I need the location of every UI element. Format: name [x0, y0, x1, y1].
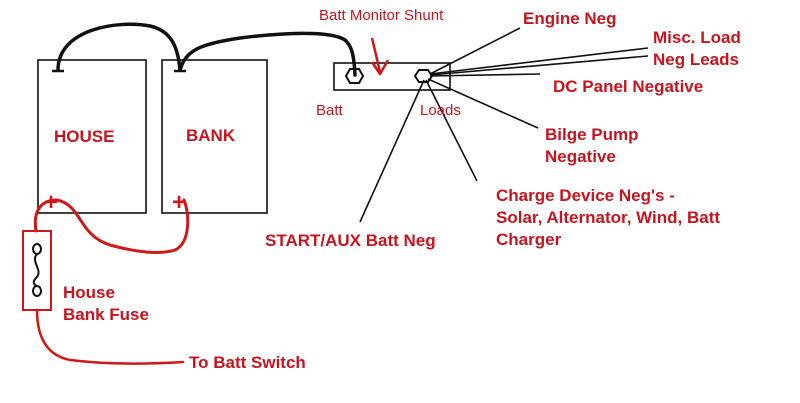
- bank-battery-box: [161, 59, 268, 214]
- misc-load-wire-2: [429, 55, 649, 76]
- fuse-box: [22, 230, 52, 311]
- bank-to-shunt-wire: [178, 31, 357, 77]
- bank-label: BANK: [186, 126, 236, 145]
- charge-device-label-line1: Charge Device Neg's -: [496, 186, 675, 205]
- engine-neg-wire: [429, 27, 521, 75]
- shunt-pointer-head: [370, 59, 390, 76]
- misc-load-label-line2: Neg Leads: [653, 50, 739, 69]
- fuse-terminal-top: [32, 243, 42, 255]
- charge-device-label-line3: Charger: [496, 230, 562, 249]
- dc-panel-label: DC Panel Negative: [553, 77, 703, 96]
- shunt-batt-label: Batt: [316, 102, 344, 119]
- positive-to-fuse-wire: [33, 198, 59, 233]
- bilge-pump-wire: [427, 78, 539, 129]
- shunt-pointer-shaft: [370, 37, 382, 73]
- start-aux-label: START/AUX Batt Neg: [265, 231, 436, 250]
- charge-device-wire: [425, 79, 478, 182]
- shunt-loads-stud: [413, 69, 434, 83]
- bilge-pump-label-line2: Negative: [545, 147, 616, 166]
- negative-jumper-wire: [56, 22, 182, 72]
- engine-neg-label: Engine Neg: [523, 9, 617, 28]
- charge-device-label-line2: Solar, Alternator, Wind, Batt: [496, 208, 720, 227]
- house-positive-terminal: +: [44, 189, 58, 216]
- positive-jumper-wire: [55, 198, 190, 254]
- bilge-pump-label-line1: Bilge Pump: [545, 125, 639, 144]
- fuse-label-line1: House: [63, 283, 115, 302]
- dc-panel-wire: [429, 73, 541, 77]
- misc-load-label-line1: Misc. Load: [653, 28, 741, 47]
- house-label: HOUSE: [54, 127, 114, 146]
- shunt-body: [333, 62, 451, 91]
- fuse-to-switch-wire: [35, 308, 185, 365]
- house-battery-box: [37, 59, 147, 214]
- bank-positive-terminal: +: [172, 189, 186, 216]
- shunt-loads-label: Loads: [420, 102, 461, 119]
- fuse-element: [32, 253, 40, 287]
- misc-load-wire-1: [429, 47, 649, 75]
- batt-switch-label: To Batt Switch: [189, 353, 306, 372]
- shunt-title: Batt Monitor Shunt: [319, 7, 444, 24]
- start-aux-wire: [359, 79, 425, 223]
- fuse-label-line2: Bank Fuse: [63, 305, 149, 324]
- fuse-terminal-bottom: [32, 285, 42, 297]
- shunt-batt-stud: [344, 68, 365, 84]
